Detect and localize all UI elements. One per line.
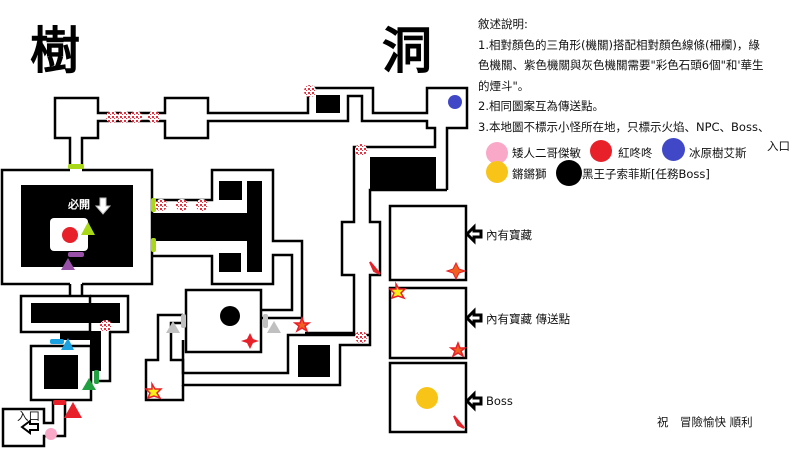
right-rooms: [388, 204, 468, 434]
blue-gate: [50, 339, 64, 344]
red-gate: [53, 400, 66, 405]
top-walls: [53, 86, 469, 387]
red-triangle-icon: [64, 402, 82, 418]
map-title-char-1: 樹: [30, 22, 80, 80]
purple-triangle-icon: [61, 258, 75, 270]
description-line: 2.相同圖案互為傳送點。: [478, 99, 604, 113]
map-title-char-2: 洞: [382, 22, 432, 80]
gray-gate: [181, 314, 186, 328]
legend-label: 矮人二哥傑敏: [512, 146, 581, 160]
gray-triangle-icon: [267, 321, 281, 333]
description-line: 1.相對顏色的三角形(機關)搭配相對顏色線條(柵欄)，綠: [478, 37, 760, 52]
legend-label: 黑王子索菲斯[任務Boss]: [582, 167, 710, 181]
down-arrow-icon: [94, 197, 112, 215]
description-line: 色機關、紫色機關與灰色機關需要"彩色石頭6個"和'華生: [478, 58, 764, 72]
description-heading: 敘述說明:: [478, 17, 528, 31]
gray-gate: [263, 314, 268, 328]
corridor-structure: [152, 168, 304, 320]
red-npc-icon: [590, 140, 612, 162]
triggers: [61, 222, 281, 418]
legend-label: 鏘鏘獅: [512, 167, 547, 181]
black-boss-icon: [556, 160, 582, 186]
center-room: [144, 288, 370, 402]
darkgreen-gate: [94, 370, 99, 384]
purple-gate: [68, 252, 84, 257]
description-line: 的煙斗"。: [478, 78, 530, 93]
green-gate: [151, 238, 156, 252]
left-big-room: [0, 166, 154, 296]
darkgreen-triangle-icon: [82, 378, 96, 390]
pink-npc-marker: [45, 428, 57, 440]
legend-label: 冰原樹艾斯: [689, 146, 747, 160]
yellow-boss-marker: [416, 387, 438, 409]
left-arrow-icons: [464, 223, 483, 412]
blue-npc-icon: [662, 138, 685, 161]
bottom-left-rooms: [1, 294, 130, 448]
treasure-teleport-label: 內有寶藏 傳送點: [486, 312, 571, 326]
blue-npc-marker: [448, 95, 462, 109]
legend-label: 紅咚咚: [618, 146, 653, 160]
gray-triangle-icon: [166, 321, 180, 333]
yellow-boss-icon: [486, 161, 508, 183]
green-gate: [151, 198, 156, 212]
description-line: 3.本地圖不標示小怪所在地，只標示火焰、NPC、Boss、: [478, 119, 770, 134]
treasure-label: 內有寶藏: [486, 228, 532, 242]
footer-text: 祝 冒險愉快 順利: [657, 415, 753, 429]
teleport-markers: [144, 261, 468, 429]
entrance-arrow-icon: [20, 419, 39, 435]
must-open-label: 必開: [68, 198, 90, 211]
boss-label: Boss: [486, 394, 513, 408]
fire-markers: [100, 85, 367, 343]
red-npc-marker: [62, 227, 78, 243]
entrance-label: 入口: [17, 409, 40, 423]
gates: [50, 164, 268, 405]
blue-triangle-icon: [61, 338, 74, 350]
legend-entrance-label: 入口: [767, 139, 790, 153]
pink-npc-icon: [486, 142, 508, 164]
green-gate: [68, 164, 84, 169]
green-triangle-icon: [81, 222, 95, 235]
black-boss-marker: [220, 306, 240, 326]
description-panel: 敘述說明: 1.相對顏色的三角形(機關)搭配相對顏色線條(柵欄)，綠 色機關、紫…: [478, 14, 790, 137]
